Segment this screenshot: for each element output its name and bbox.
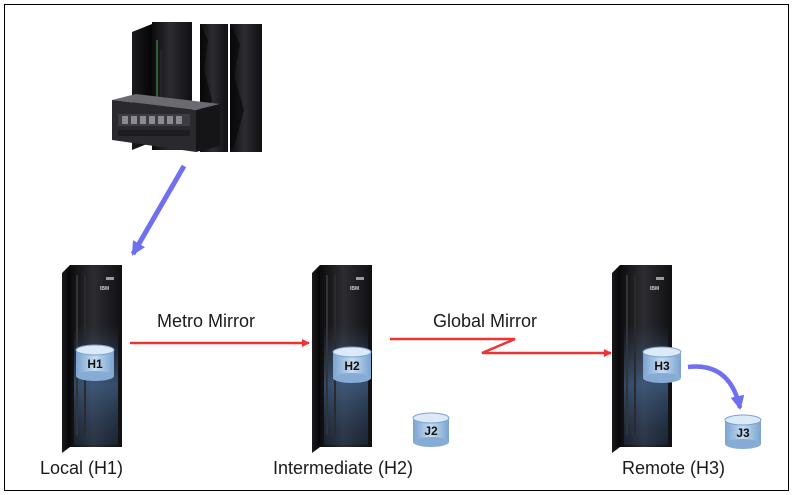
site-label-remote: Remote (H3) <box>622 458 726 478</box>
volume-h3-label: H3 <box>654 359 670 373</box>
journal-j3-label: J3 <box>736 426 750 440</box>
journal-j2-icon <box>412 412 450 447</box>
global-mirror-label: Global Mirror <box>433 311 538 331</box>
h3-to-j3-arrow <box>687 364 745 410</box>
global-mirror-arrow <box>390 337 612 357</box>
volume-h1-label: H1 <box>87 357 103 371</box>
journal-j3-icon <box>724 414 762 449</box>
host-servers <box>112 22 262 152</box>
host-to-local-arrow <box>130 164 187 256</box>
brand-mark-intermediate: IBM <box>350 286 360 292</box>
brand-mark-local: IBM <box>100 286 110 292</box>
brand-mark-remote: IBM <box>650 286 660 292</box>
site-label-intermediate: Intermediate (H2) <box>273 458 414 478</box>
volume-h3-icon <box>642 346 682 383</box>
volume-h2-icon <box>332 346 372 383</box>
journal-j2-label: J2 <box>424 424 438 438</box>
volume-h1-icon <box>75 344 115 381</box>
site-label-local: Local (H1) <box>40 458 124 478</box>
metro-mirror-label: Metro Mirror <box>157 311 255 331</box>
host-rack-server <box>112 94 220 152</box>
volume-h2-label: H2 <box>344 359 360 373</box>
